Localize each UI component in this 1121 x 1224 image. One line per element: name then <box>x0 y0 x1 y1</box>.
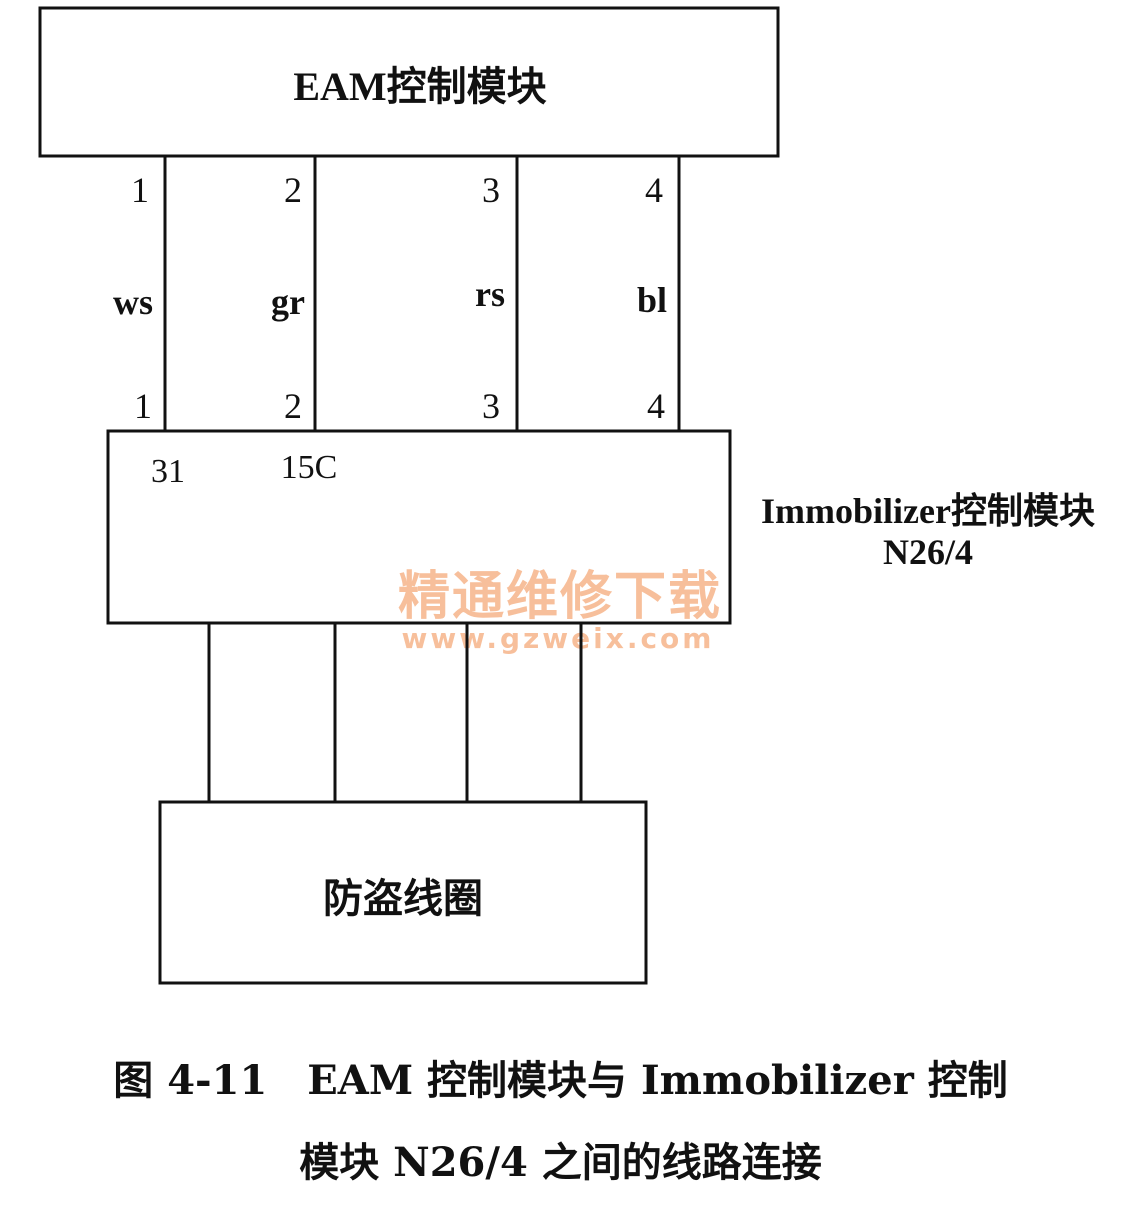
watermark-url: www.gzweix.com <box>402 622 715 655</box>
figure-caption-line-1: 图 4-11 EAM 控制模块与 Immobilizer 控制 <box>113 1057 1008 1104</box>
wire-3-top-pin: 3 <box>482 170 500 210</box>
immobilizer-module-label: Immobilizer控制模块 <box>761 491 1095 531</box>
wire-4-top-pin: 4 <box>645 170 663 210</box>
immobilizer-module-code: N26/4 <box>883 532 973 572</box>
wire-1-bottom-pin: 1 <box>134 386 152 426</box>
immobilizer-pin-15c: 15C <box>281 449 338 486</box>
wiring-diagram: EAM控制模块 1 2 3 4 ws gr rs bl 1 2 3 4 31 1… <box>38 6 1095 985</box>
wire-1-top-pin: 1 <box>131 170 149 210</box>
wire-1-color: ws <box>113 282 153 322</box>
watermark-logo: 精通维修下载 <box>398 567 722 627</box>
immobilizer-pin-31: 31 <box>151 453 185 490</box>
wire-2-color: gr <box>271 282 305 322</box>
figure-caption-line-2: 模块 N26/4 之间的线路连接 <box>299 1139 822 1186</box>
wire-2-bottom-pin: 2 <box>284 386 302 426</box>
coil-label: 防盗线圈 <box>323 876 483 921</box>
wire-4-color: bl <box>637 280 667 320</box>
eam-module-box <box>38 6 780 158</box>
wire-3-bottom-pin: 3 <box>482 386 500 426</box>
wire-3-color: rs <box>475 274 505 314</box>
wire-4-bottom-pin: 4 <box>647 386 665 426</box>
wire-2-top-pin: 2 <box>284 170 302 210</box>
eam-module-label: EAM控制模块 <box>293 64 546 109</box>
coil-box <box>158 800 648 985</box>
immobilizer-module-box <box>106 429 732 625</box>
